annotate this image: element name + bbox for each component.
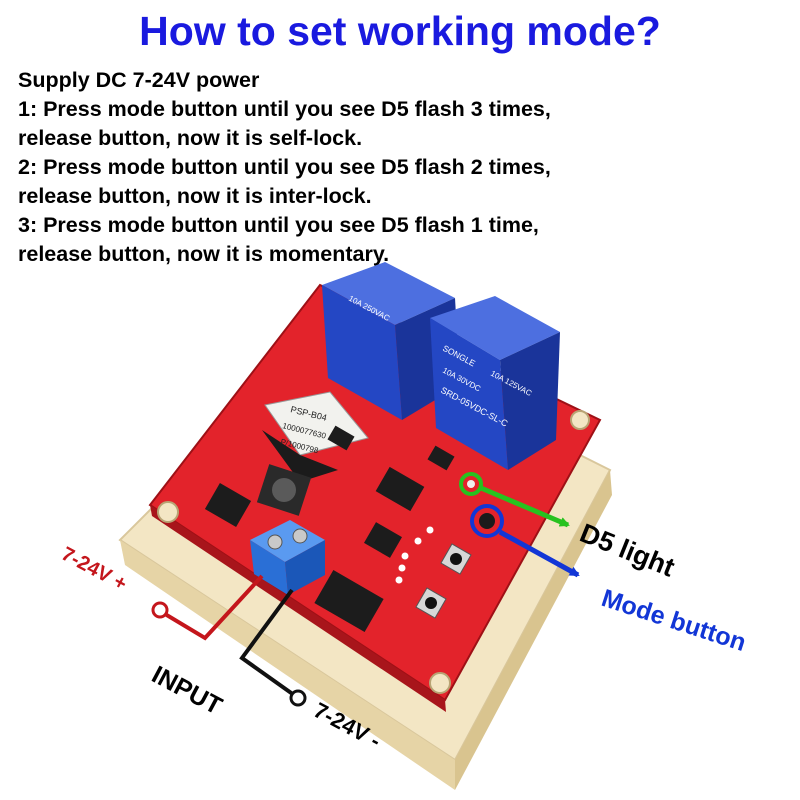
positive-wire	[163, 574, 264, 641]
positive-terminal-dot-icon	[151, 601, 169, 619]
instruction-line: Supply DC 7-24V power	[18, 68, 260, 92]
ic-chips	[204, 425, 455, 632]
instruction-line: release button, now it is inter-lock.	[18, 184, 372, 208]
positive-label: 7-24V +	[58, 543, 131, 596]
d5-led	[467, 480, 475, 488]
mount-hole	[429, 672, 451, 694]
instruction-line: 3: Press mode button until you see D5 fl…	[18, 213, 539, 237]
inductor	[256, 464, 312, 516]
terminal-block	[250, 520, 325, 595]
mode-button-label: Mode button	[598, 584, 749, 657]
tactile-buttons	[415, 543, 472, 619]
mount-hole	[157, 501, 179, 523]
mode-button	[479, 513, 495, 529]
page-title: How to set working mode?	[139, 8, 661, 54]
instruction-line: 1: Press mode button until you see D5 fl…	[18, 97, 551, 121]
mount-hole	[570, 410, 590, 430]
header-pins	[395, 526, 434, 584]
instruction-line: release button, now it is momentary.	[18, 242, 390, 266]
mode-button-ring-icon	[470, 504, 504, 538]
instructions: Supply DC 7-24V power 1: Press mode butt…	[18, 66, 798, 269]
relay-2: SONGLE 10A 30VDC SRD-05VDC-SL-C 10A 125V…	[430, 296, 560, 470]
instruction-line: 2: Press mode button until you see D5 fl…	[18, 155, 551, 179]
mode-arrow-icon	[498, 529, 580, 578]
d5-led-ring-icon	[459, 472, 483, 496]
input-label: INPUT	[147, 661, 226, 721]
d5-arrow-icon	[480, 485, 570, 528]
d5-light-label: D5 light	[576, 518, 679, 583]
negative-wire	[239, 588, 296, 697]
negative-terminal-dot-icon	[289, 689, 307, 707]
instruction-line: release button, now it is self-lock.	[18, 126, 363, 150]
